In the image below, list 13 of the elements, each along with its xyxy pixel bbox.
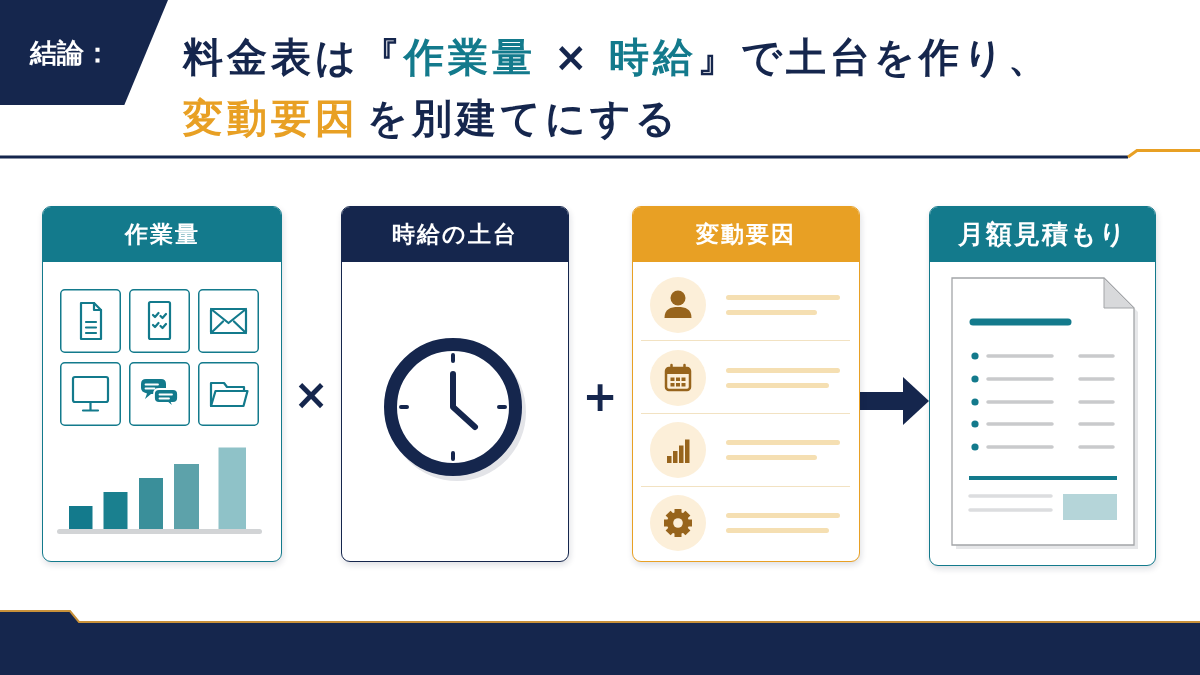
heading-badge: 結論： bbox=[0, 0, 168, 105]
card bbox=[632, 206, 860, 562]
card bbox=[341, 206, 569, 562]
card bbox=[929, 206, 1156, 566]
card-header: 月額見積もり bbox=[930, 207, 1155, 262]
card-header: 作業量 bbox=[43, 207, 281, 262]
operator-sign: + bbox=[581, 372, 619, 422]
operator-sign: × bbox=[292, 370, 330, 420]
card bbox=[42, 206, 282, 562]
arrow bbox=[860, 377, 929, 425]
card-header: 時給の土台 bbox=[342, 207, 568, 262]
card-header: 変動要因 bbox=[633, 207, 859, 262]
title: 料金表は『作業量 × 時給』で土台を作り、変動要因を別建てにする bbox=[183, 33, 1054, 143]
